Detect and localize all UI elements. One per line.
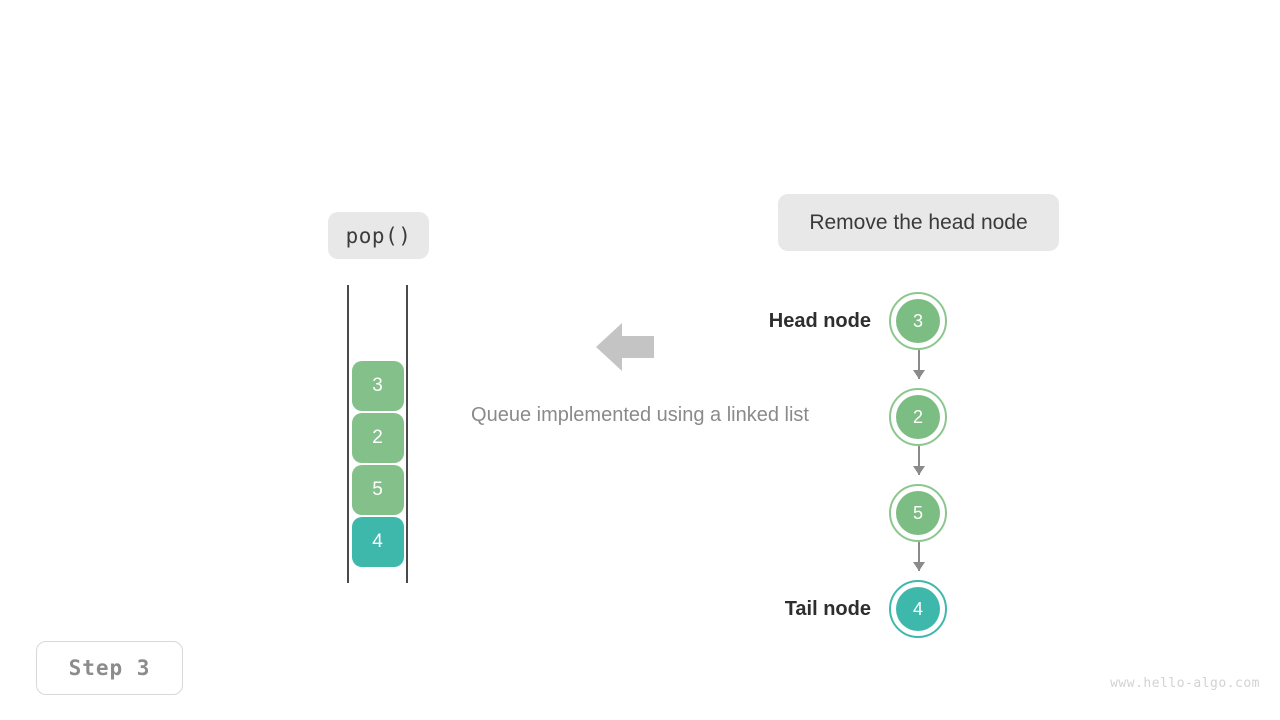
linked-list-node: 3: [889, 292, 947, 350]
step-badge: Step 3: [36, 641, 183, 695]
linked-list-connector: [918, 350, 920, 379]
watermark: www.hello-algo.com: [1110, 676, 1260, 691]
annotation-callout: Remove the head node: [778, 194, 1059, 251]
linked-list-node-value: 3: [896, 299, 940, 343]
linked-list-node: 5: [889, 484, 947, 542]
operation-label: pop(): [328, 212, 429, 259]
queue-cell: 2: [351, 413, 404, 463]
connector-arrowhead-icon: [913, 562, 925, 571]
queue-rail-left: [347, 285, 349, 583]
head-node-label: Head node: [768, 310, 871, 332]
queue-cell: 4: [351, 517, 404, 567]
queue-cell-stack: 3 2 5 4: [351, 361, 404, 567]
tail-node-label: Tail node: [784, 598, 871, 620]
queue-cell: 5: [351, 465, 404, 515]
figure-caption: Queue implemented using a linked list: [0, 404, 1280, 427]
linked-list-connector: [918, 542, 920, 571]
linked-list-node-value: 2: [896, 395, 940, 439]
linked-list-node-value: 5: [896, 491, 940, 535]
queue-container: 3 2 5 4: [347, 285, 408, 583]
linked-list-container: 3 2 5 4: [889, 292, 951, 640]
queue-cell: 3: [351, 361, 404, 411]
queue-rail-right: [406, 285, 408, 583]
linked-list-node: 2: [889, 388, 947, 446]
arrow-left-icon: [596, 323, 654, 371]
connector-arrowhead-icon: [913, 370, 925, 379]
linked-list-node: 4: [889, 580, 947, 638]
linked-list-node-value: 4: [896, 587, 940, 631]
figure-caption-text: Queue implemented using a linked list: [471, 404, 809, 426]
linked-list-connector: [918, 446, 920, 475]
connector-arrowhead-icon: [913, 466, 925, 475]
